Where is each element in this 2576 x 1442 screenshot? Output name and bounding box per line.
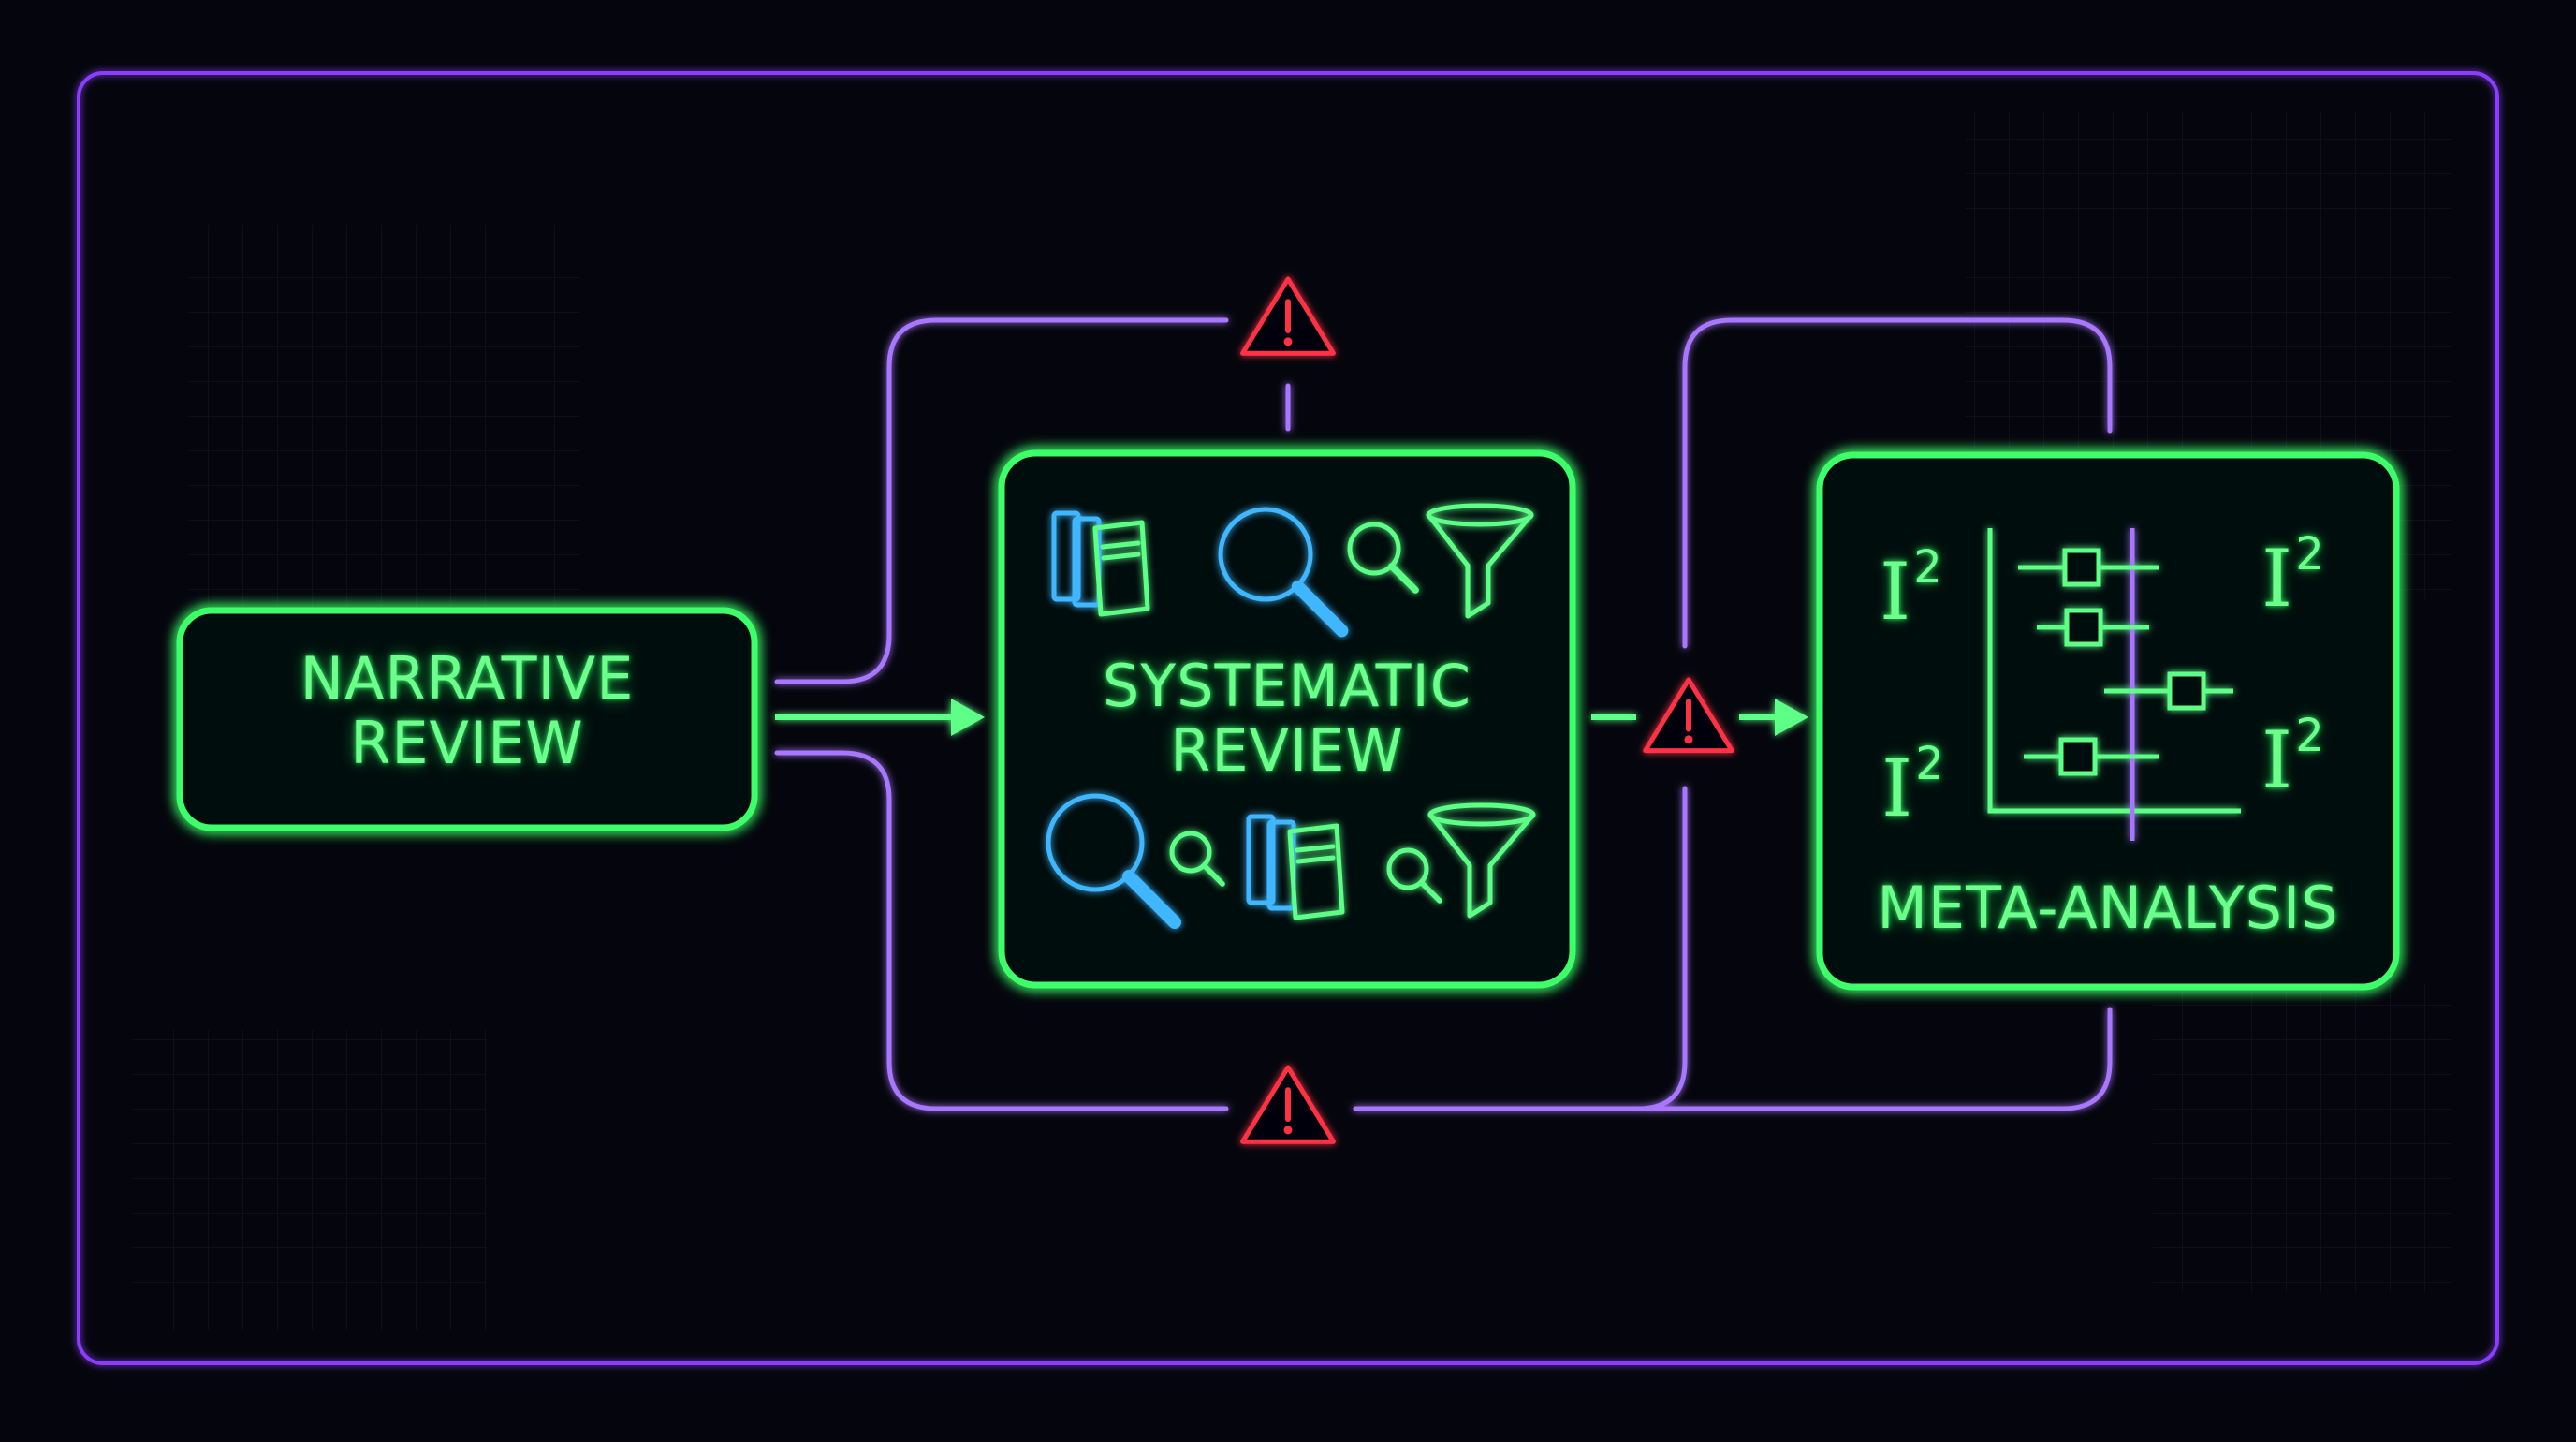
connector-top-left [774, 317, 1229, 684]
narrative-review-label: NARRATIVE REVIEW [180, 646, 754, 776]
funnel-icon [1426, 503, 1534, 619]
outer-frame [77, 71, 2499, 1365]
forest-plot-icon [1987, 528, 2241, 841]
arrow-head-1 [951, 699, 985, 736]
magnifier-icon [1347, 522, 1419, 594]
arrow-head-2 [1775, 699, 1808, 736]
warning-icon [1240, 1065, 1336, 1144]
i-squared-top-left: I2 [1880, 545, 1942, 631]
i-squared-bottom-left: I2 [1881, 742, 1944, 828]
connector-mid-vertical-down [1635, 786, 1688, 1111]
systematic-review-line2: REVIEW [1170, 716, 1404, 786]
magnifier-icon [1046, 793, 1181, 929]
i2-exponent: 2 [1913, 541, 1942, 594]
narrative-review-line1: NARRATIVE [300, 644, 635, 713]
i2-exponent: 2 [2295, 710, 2324, 762]
i-squared-top-right: I2 [2261, 532, 2324, 618]
i2-base: I [2261, 714, 2293, 806]
connector-bottom-left [774, 750, 1229, 1111]
node-meta-analysis [1816, 451, 2400, 991]
meta-analysis-label: META-ANALYSIS [1877, 874, 2339, 942]
background-grid [131, 112, 2452, 1330]
narrative-review-line2: REVIEW [350, 709, 584, 778]
systematic-review-label: SYSTEMATIC REVIEW [1002, 654, 1573, 784]
systematic-review-icons [1046, 503, 1536, 929]
i-squared-bottom-right: I2 [2261, 714, 2324, 800]
magnifier-icon [1169, 831, 1225, 887]
i2-exponent: 2 [1915, 738, 1944, 790]
warnings [1240, 276, 1734, 1144]
connector-meta-bottom [1663, 1007, 2113, 1111]
warning-icon [1240, 276, 1336, 356]
i2-base: I [1881, 743, 1913, 834]
i2-exponent: 2 [2295, 528, 2324, 581]
i2-base: I [1880, 546, 1911, 638]
warning-icon [1643, 677, 1734, 754]
books-icon [1051, 510, 1150, 617]
systematic-review-line1: SYSTEMATIC [1102, 652, 1472, 720]
books-icon [1246, 814, 1345, 920]
node-narrative-review [176, 607, 758, 831]
i2-base: I [2261, 533, 2293, 625]
funnel-icon [1427, 802, 1536, 919]
connector-mid-vertical-up [1682, 317, 2113, 649]
connectors [774, 317, 2113, 1111]
magnifier-icon [1218, 507, 1349, 638]
flow-arrows [775, 699, 1808, 736]
magnifier-icon [1386, 847, 1442, 904]
